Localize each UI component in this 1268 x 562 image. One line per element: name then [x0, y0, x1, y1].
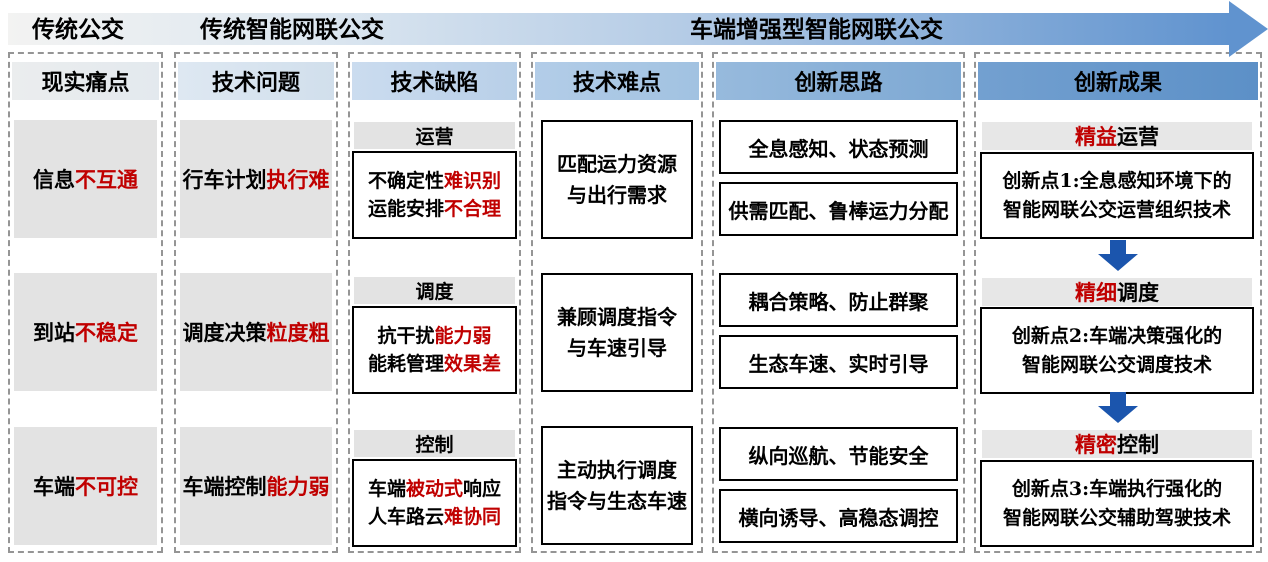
- column-tech-difficulties: 技术难点 匹配运力资源 与出行需求 兼顾调度指令 与车速引导 主动执行调度 指令…: [531, 52, 703, 553]
- result-line: 智能网联公交运营组织技术: [1002, 198, 1231, 221]
- text-segment: 车端: [367, 477, 406, 500]
- result-line: 创新点2:车端决策强化的: [1011, 325, 1223, 347]
- difficulty-box: 主动执行调度 指令与生态车速: [541, 426, 693, 545]
- text-segment-red: 执行难: [266, 167, 330, 192]
- column-pain-points: 现实痛点 信息不互通 到站不稳定 车端不可控: [8, 52, 163, 553]
- stage-label-traditional: 传统公交: [32, 16, 124, 43]
- idea-box: 纵向巡航、节能安全: [719, 427, 958, 481]
- column-tech-defects: 技术缺陷 运营 不确定性难识别 运能安排不合理 调度 抗干扰能力弱 能耗管理效果…: [348, 52, 521, 553]
- tech-problem-box: 行车计划执行难: [180, 120, 332, 238]
- text-segment-red: 精益: [1075, 124, 1117, 149]
- column-header: 技术难点: [535, 62, 699, 100]
- defect-box: 抗干扰能力弱 能耗管理效果差: [352, 306, 517, 394]
- result-box: 创新点3:车端执行强化的 智能网联公交辅助驾驶技术: [980, 460, 1254, 547]
- text-segment: 人车路云: [367, 506, 444, 528]
- difficulty-line: 指令与生态车速: [547, 488, 687, 513]
- defect-line: 抗干扰能力弱: [377, 322, 491, 351]
- text-segment: 能耗管理: [367, 353, 444, 375]
- column-header: 技术缺陷: [352, 62, 517, 100]
- pain-point-box: 车端不可控: [14, 427, 157, 545]
- result-title: 精细调度: [982, 278, 1252, 306]
- text-segment-red: 不可控: [75, 474, 138, 499]
- text-segment: 抗干扰: [377, 324, 435, 347]
- result-line: 创新点1:全息感知环境下的: [1002, 170, 1232, 192]
- result-title: 精益运营: [982, 122, 1252, 150]
- defect-line: 人车路云难协同: [368, 503, 501, 532]
- text-segment-red: 粒度粗: [266, 320, 330, 345]
- defect-line: 能耗管理效果差: [368, 350, 501, 379]
- text-segment-red: 难协同: [444, 506, 502, 528]
- text-segment: 信息: [33, 167, 75, 192]
- column-header: 现实痛点: [12, 62, 159, 100]
- defect-category-label: 控制: [354, 430, 515, 457]
- text-segment-red: 效果差: [444, 353, 502, 375]
- pain-point-box: 信息不互通: [14, 120, 157, 238]
- defect-box: 不确定性难识别 运能安排不合理: [352, 151, 517, 239]
- text-segment: 响应: [463, 477, 502, 500]
- column-innovation-results: 创新成果 精益运营 创新点1:全息感知环境下的 智能网联公交运营组织技术 精细调…: [974, 52, 1262, 553]
- text-segment: 到站: [33, 320, 75, 345]
- text-segment-red: 被动式: [405, 477, 463, 500]
- text-segment-red: 能力弱: [434, 324, 492, 347]
- defect-box: 车端被动式响应 人车路云难协同: [352, 459, 517, 547]
- idea-box: 耦合策略、防止群聚: [719, 273, 958, 327]
- stage-label-traditional-icv: 传统智能网联公交: [200, 16, 384, 43]
- tech-problem-box: 车端控制能力弱: [180, 427, 332, 545]
- column-header: 技术问题: [178, 62, 334, 100]
- stage-label-enhanced-icv: 车端增强型智能网联公交: [690, 16, 943, 43]
- result-line: 智能网联公交辅助驾驶技术: [1002, 506, 1231, 529]
- text-segment-red: 不稳定: [75, 320, 138, 345]
- text-segment: 不确定性: [367, 169, 444, 192]
- result-line: 创新点3:车端执行强化的: [1011, 478, 1223, 500]
- text-segment-red: 精细: [1075, 280, 1117, 305]
- idea-box: 供需匹配、鲁棒运力分配: [719, 182, 958, 236]
- text-segment: 运营: [1117, 124, 1159, 149]
- text-segment-red: 能力弱: [266, 474, 330, 499]
- result-line: 智能网联公交调度技术: [1021, 353, 1212, 376]
- column-tech-problems: 技术问题 行车计划执行难 调度决策粒度粗 车端控制能力弱: [174, 52, 338, 553]
- text-segment: 调度: [1117, 280, 1159, 305]
- idea-box: 横向诱导、高稳态调控: [719, 489, 958, 543]
- difficulty-line: 与车速引导: [567, 335, 667, 360]
- text-segment: 行车计划: [182, 167, 267, 192]
- defect-line: 运能安排不合理: [368, 195, 501, 224]
- text-segment: 运能安排: [367, 198, 444, 220]
- defect-category-label: 运营: [354, 122, 515, 149]
- text-segment-red: 不互通: [75, 167, 138, 192]
- difficulty-line: 主动执行调度: [557, 457, 677, 482]
- result-box: 创新点1:全息感知环境下的 智能网联公交运营组织技术: [980, 152, 1254, 239]
- difficulty-line: 匹配运力资源: [557, 151, 677, 176]
- column-innovation-ideas: 创新思路 全息感知、状态预测 供需匹配、鲁棒运力分配 耦合策略、防止群聚 生态车…: [712, 52, 965, 553]
- text-segment-red: 难识别: [444, 169, 502, 192]
- difficulty-box: 兼顾调度指令 与车速引导: [541, 273, 693, 392]
- arrow-head-icon: [1229, 1, 1268, 57]
- idea-box: 生态车速、实时引导: [719, 335, 958, 389]
- stage-arrow-banner: [8, 13, 1230, 45]
- text-segment: 控制: [1117, 432, 1159, 457]
- text-segment: 车端控制: [182, 474, 267, 499]
- result-title: 精密控制: [982, 430, 1252, 458]
- text-segment-red: 精密: [1075, 432, 1117, 457]
- idea-box: 全息感知、状态预测: [719, 120, 958, 174]
- text-segment: 调度决策: [182, 320, 267, 345]
- tech-problem-box: 调度决策粒度粗: [180, 273, 332, 391]
- text-segment: 车端: [33, 474, 75, 499]
- defect-category-label: 调度: [354, 277, 515, 304]
- defect-line: 不确定性难识别: [368, 167, 501, 196]
- column-header: 创新思路: [716, 62, 961, 100]
- difficulty-line: 兼顾调度指令: [557, 304, 677, 329]
- difficulty-box: 匹配运力资源 与出行需求: [541, 120, 693, 239]
- column-header: 创新成果: [978, 62, 1258, 100]
- pain-point-box: 到站不稳定: [14, 273, 157, 391]
- difficulty-line: 与出行需求: [567, 182, 667, 207]
- defect-line: 车端被动式响应: [368, 475, 501, 504]
- result-box: 创新点2:车端决策强化的 智能网联公交调度技术: [980, 307, 1254, 394]
- text-segment-red: 不合理: [444, 198, 502, 220]
